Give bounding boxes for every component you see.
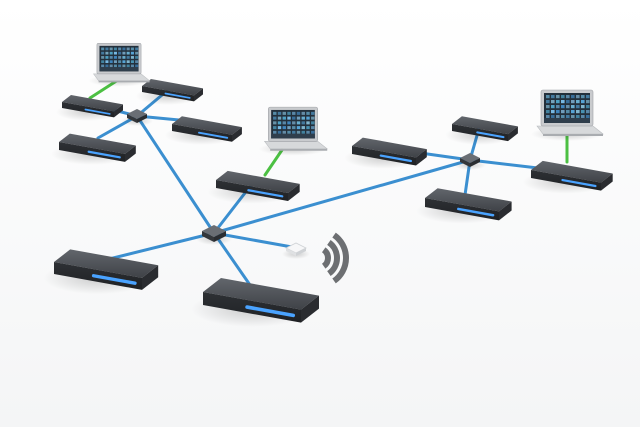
devices (43, 79, 613, 327)
laptop-icon (531, 89, 604, 141)
laptop-icon (258, 106, 329, 156)
wifi-wave (332, 232, 349, 284)
wifi-signal-icon (321, 232, 349, 284)
laptop-icon (88, 43, 151, 87)
wifi-wave (321, 247, 331, 269)
audio-device-icon (43, 249, 159, 295)
cable-left-trunk (135, 114, 216, 235)
cable-center-b (103, 231, 216, 262)
switches (121, 109, 486, 245)
cable-center-trunk (212, 158, 472, 235)
wifi-wave (326, 239, 340, 277)
audio-device-icon (445, 116, 518, 145)
network-switch-icon (121, 109, 153, 126)
audio-device-icon (164, 116, 242, 145)
audio-device-icon (522, 160, 613, 194)
laptops (88, 43, 604, 156)
network-switch-icon (196, 225, 232, 245)
audio-device-icon (51, 133, 136, 165)
audio-device-icon (135, 79, 203, 105)
audio-device-icon (344, 137, 427, 169)
audio-device-icon (207, 170, 300, 204)
audio-device-icon (416, 188, 512, 224)
audio-device-icon (55, 95, 123, 121)
audio-device-icon (191, 278, 319, 327)
network-switch-icon (454, 153, 486, 170)
wireless-access-point-icon (282, 242, 310, 259)
